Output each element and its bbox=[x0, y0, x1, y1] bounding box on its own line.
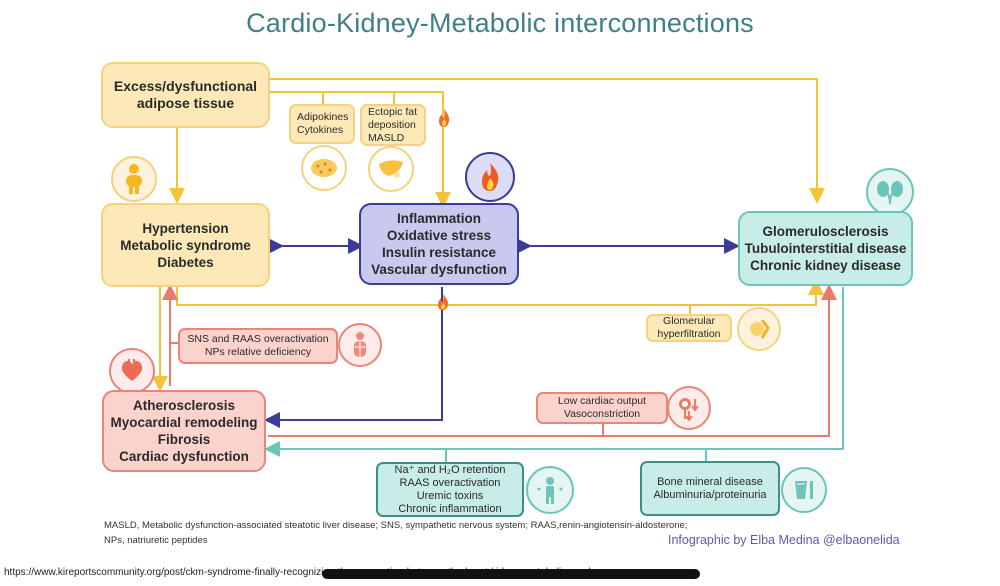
abbreviations-footnote: MASLD, Metabolic dysfunction-associated … bbox=[104, 518, 904, 548]
node-text: Metabolic syndrome bbox=[120, 237, 251, 253]
body-fluid-icon bbox=[526, 466, 574, 514]
node-text: adipose tissue bbox=[136, 95, 235, 111]
cardiac-to-kidney-line bbox=[268, 284, 837, 437]
node-text: Low cardiac output bbox=[557, 395, 647, 407]
node-text: NPs relative deficiency bbox=[204, 346, 312, 358]
node-text: Cardiac dysfunction bbox=[119, 449, 249, 464]
metabolic-to-kidney-line bbox=[176, 279, 824, 306]
page-title: Cardio-Kidney-Metabolic interconnections bbox=[246, 8, 754, 38]
node-text: Ectopic fat bbox=[368, 105, 418, 118]
cardiac-disease-node: Atherosclerosis Myocardial remodeling Fi… bbox=[102, 390, 266, 472]
adipose-tissue-node: Excess/dysfunctional adipose tissue bbox=[101, 62, 270, 128]
node-text: Inflammation bbox=[396, 211, 481, 226]
sodium-water-retention-node: Na⁺ and H₂O retention RAAS overactivatio… bbox=[376, 462, 524, 517]
kidney-to-cardiac-line bbox=[264, 287, 844, 457]
adipokines-node: Adipokines Cytokines bbox=[289, 104, 355, 144]
liver-icon bbox=[368, 146, 414, 192]
node-text: SNS and RAAS overactivation bbox=[187, 333, 329, 345]
glomerulus-icon bbox=[737, 307, 781, 351]
node-text: MASLD bbox=[368, 131, 405, 144]
node-text: Vascular dysfunction bbox=[371, 262, 507, 277]
ectopic-fat-node: Ectopic fat deposition MASLD bbox=[360, 104, 426, 146]
node-text: Insulin resistance bbox=[381, 245, 497, 260]
source-url[interactable]: https://www.kireportscommunity.org/post/… bbox=[4, 567, 614, 578]
sns-raas-node: SNS and RAAS overactivation NPs relative… bbox=[178, 328, 338, 364]
node-text: Oxidative stress bbox=[386, 228, 492, 243]
kidney-disease-node: Glomerulosclerosis Tubulointerstitial di… bbox=[738, 211, 913, 286]
node-text: Na⁺ and H₂O retention bbox=[394, 463, 506, 476]
node-text: Fibrosis bbox=[157, 432, 211, 447]
node-text: Chronic kidney disease bbox=[750, 258, 901, 273]
node-text: Tubulointerstitial disease bbox=[744, 241, 907, 256]
inflammation-node: Inflammation Oxidative stress Insulin re… bbox=[359, 203, 519, 285]
kidneys-icon bbox=[866, 168, 914, 216]
inflammation-to-cardiac-line bbox=[264, 287, 443, 428]
node-text: Glomerular bbox=[663, 315, 715, 327]
flame-icon bbox=[435, 293, 451, 316]
node-text: Adipokines bbox=[297, 111, 349, 123]
bone-mineral-node: Bone mineral disease Albuminuria/protein… bbox=[640, 461, 780, 516]
heart-icon bbox=[109, 348, 155, 394]
metabolic-conditions-node: Hypertension Metabolic syndrome Diabetes bbox=[101, 203, 270, 287]
urine-test-icon bbox=[781, 467, 827, 513]
flame-icon bbox=[436, 108, 452, 133]
node-text: Hypertension bbox=[142, 220, 229, 236]
node-text: Uremic toxins bbox=[416, 489, 484, 502]
node-text: Vasoconstriction bbox=[563, 408, 641, 420]
node-text: Bone mineral disease bbox=[657, 475, 763, 488]
node-text: deposition bbox=[368, 118, 416, 131]
adipocytes-icon bbox=[301, 145, 347, 191]
node-text: Cytokines bbox=[297, 124, 344, 136]
blood-pressure-down-icon bbox=[667, 386, 711, 430]
nervous-system-icon bbox=[338, 323, 382, 367]
node-text: Albuminuria/proteinuria bbox=[653, 488, 767, 501]
adipose-to-kidney-line bbox=[270, 78, 825, 204]
flame-icon bbox=[465, 152, 515, 202]
author-credit: Infographic by Elba Medina @elbaonelida bbox=[668, 533, 900, 547]
adipose-to-inflammation-line bbox=[270, 91, 451, 208]
footnote-line: NPs, natriuretic peptides bbox=[104, 535, 208, 546]
node-text: Myocardial remodeling bbox=[110, 415, 258, 430]
node-text: Diabetes bbox=[157, 254, 214, 270]
footnote-line: MASLD, Metabolic dysfunction-associated … bbox=[104, 520, 688, 531]
node-text: RAAS overactivation bbox=[399, 476, 501, 489]
low-cardiac-output-node: Low cardiac output Vasoconstriction bbox=[536, 392, 668, 424]
obese-person-icon bbox=[111, 156, 157, 202]
node-text: Atherosclerosis bbox=[132, 398, 236, 413]
node-text: Excess/dysfunctional bbox=[113, 78, 258, 94]
redaction-bar bbox=[322, 569, 700, 579]
node-text: hyperfiltration bbox=[657, 328, 721, 340]
node-text: Glomerulosclerosis bbox=[762, 224, 889, 239]
node-text: Chronic inflammation bbox=[398, 502, 502, 515]
glomerular-hyperfiltration-node: Glomerular hyperfiltration bbox=[646, 314, 732, 342]
